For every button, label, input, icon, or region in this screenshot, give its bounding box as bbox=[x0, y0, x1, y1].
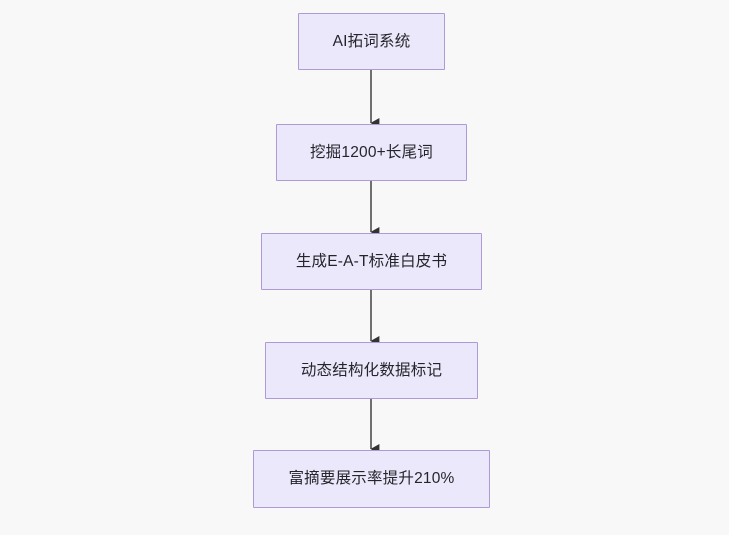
flowchart-node-ai-keyword-system[interactable]: AI拓词系统 bbox=[298, 13, 445, 70]
node-label: 生成E-A-T标准白皮书 bbox=[295, 252, 448, 270]
flowchart-node-rich-snippet-rate-increase[interactable]: 富摘要展示率提升210% bbox=[253, 450, 490, 508]
flowchart-node-generate-eat-whitepaper[interactable]: 生成E-A-T标准白皮书 bbox=[261, 233, 482, 290]
node-label: AI拓词系统 bbox=[332, 32, 411, 50]
node-label: 富摘要展示率提升210% bbox=[288, 470, 455, 488]
node-label: 动态结构化数据标记 bbox=[300, 361, 443, 379]
flowchart-node-dynamic-structured-data-markup[interactable]: 动态结构化数据标记 bbox=[265, 342, 478, 399]
node-label: 挖掘1200+长尾词 bbox=[309, 143, 434, 161]
flowchart-node-mine-longtail-keywords[interactable]: 挖掘1200+长尾词 bbox=[276, 124, 467, 181]
